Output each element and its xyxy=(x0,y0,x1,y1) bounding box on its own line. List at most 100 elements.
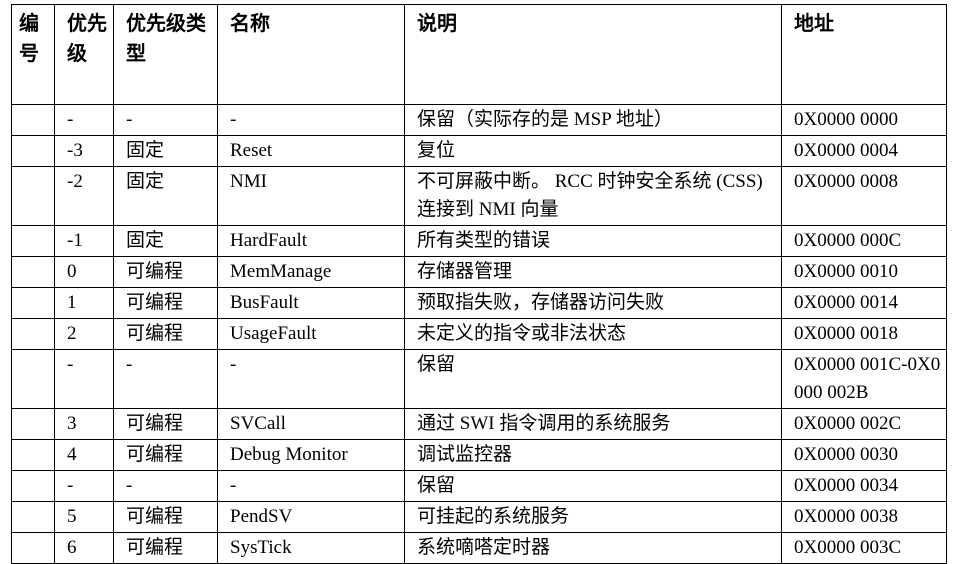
table-row: - - - 保留 0X0000 0034 xyxy=(11,470,947,502)
cell-priority-type: 可编程 xyxy=(113,318,218,350)
cell-address: 0X0000 000C xyxy=(781,225,947,257)
cell-address: 0X0000 0008 xyxy=(781,166,947,226)
header-address: 地址 xyxy=(781,4,947,105)
cell-id xyxy=(11,166,55,226)
cell-priority-type: 固定 xyxy=(113,135,218,167)
cell-name: NMI xyxy=(217,166,405,226)
cell-priority: 5 xyxy=(54,501,114,533)
vector-table: 编号 优先级 优先级类型 名称 说明 地址 - - - 保留（实际存的是 MSP… xyxy=(11,4,947,564)
cell-description: 复位 xyxy=(404,135,782,167)
cell-description: 保留 xyxy=(404,349,782,409)
cell-id xyxy=(11,532,55,564)
table-row: 1 可编程 BusFault 预取指失败，存储器访问失败 0X0000 0014 xyxy=(11,287,947,319)
cell-name: - xyxy=(217,470,405,502)
cell-description: 不可屏蔽中断。 RCC 时钟安全系统 (CSS) 连接到 NMI 向量 xyxy=(404,166,782,226)
cell-id xyxy=(11,501,55,533)
cell-priority-type: 可编程 xyxy=(113,532,218,564)
cell-priority: 6 xyxy=(54,532,114,564)
cell-address: 0X0000 002C xyxy=(781,408,947,440)
cell-priority-type: 可编程 xyxy=(113,287,218,319)
header-priority-type: 优先级类型 xyxy=(113,4,218,105)
cell-address: 0X0000 0018 xyxy=(781,318,947,350)
table-row: 0 可编程 MemManage 存储器管理 0X0000 0010 xyxy=(11,256,947,288)
cell-name: PendSV xyxy=(217,501,405,533)
cell-address: 0X0000 0000 xyxy=(781,104,947,136)
cell-name: Debug Monitor xyxy=(217,439,405,471)
cell-description: 预取指失败，存储器访问失败 xyxy=(404,287,782,319)
document-page: 编号 优先级 优先级类型 名称 说明 地址 - - - 保留（实际存的是 MSP… xyxy=(11,4,947,564)
cell-name: Reset xyxy=(217,135,405,167)
cell-name: BusFault xyxy=(217,287,405,319)
cell-id xyxy=(11,470,55,502)
cell-description: 未定义的指令或非法状态 xyxy=(404,318,782,350)
cell-name: - xyxy=(217,349,405,409)
cell-id xyxy=(11,287,55,319)
cell-description: 通过 SWI 指令调用的系统服务 xyxy=(404,408,782,440)
table-row: 4 可编程 Debug Monitor 调试监控器 0X0000 0030 xyxy=(11,439,947,471)
cell-id xyxy=(11,408,55,440)
cell-priority-type: 可编程 xyxy=(113,439,218,471)
header-name: 名称 xyxy=(217,4,405,105)
cell-name: MemManage xyxy=(217,256,405,288)
header-priority: 优先级 xyxy=(54,4,114,105)
cell-priority-type: - xyxy=(113,349,218,409)
cell-id xyxy=(11,135,55,167)
header-id: 编号 xyxy=(11,4,55,105)
cell-address: 0X0000 0034 xyxy=(781,470,947,502)
cell-priority: 4 xyxy=(54,439,114,471)
table-row: 5 可编程 PendSV 可挂起的系统服务 0X0000 0038 xyxy=(11,501,947,533)
cell-description: 保留 xyxy=(404,470,782,502)
cell-description: 系统嘀嗒定时器 xyxy=(404,532,782,564)
table-row: -2 固定 NMI 不可屏蔽中断。 RCC 时钟安全系统 (CSS) 连接到 N… xyxy=(11,166,947,226)
cell-name: - xyxy=(217,104,405,136)
cell-priority: - xyxy=(54,349,114,409)
cell-priority-type: 固定 xyxy=(113,166,218,226)
cell-id xyxy=(11,318,55,350)
cell-priority: -3 xyxy=(54,135,114,167)
cell-description: 可挂起的系统服务 xyxy=(404,501,782,533)
cell-address: 0X0000 001C-0X0000 002B xyxy=(781,349,947,409)
cell-id xyxy=(11,256,55,288)
table-row: -1 固定 HardFault 所有类型的错误 0X0000 000C xyxy=(11,225,947,257)
cell-id xyxy=(11,104,55,136)
cell-priority: - xyxy=(54,104,114,136)
cell-priority: 2 xyxy=(54,318,114,350)
cell-priority: -2 xyxy=(54,166,114,226)
cell-name: UsageFault xyxy=(217,318,405,350)
table-row: 3 可编程 SVCall 通过 SWI 指令调用的系统服务 0X0000 002… xyxy=(11,408,947,440)
cell-priority-type: 可编程 xyxy=(113,256,218,288)
cell-address: 0X0000 0010 xyxy=(781,256,947,288)
table-row: 2 可编程 UsageFault 未定义的指令或非法状态 0X0000 0018 xyxy=(11,318,947,350)
table-header-row: 编号 优先级 优先级类型 名称 说明 地址 xyxy=(11,4,947,105)
cell-description: 存储器管理 xyxy=(404,256,782,288)
table-body: - - - 保留（实际存的是 MSP 地址） 0X0000 0000 -3 固定… xyxy=(11,104,947,564)
cell-name: SVCall xyxy=(217,408,405,440)
table-row: 6 可编程 SysTick 系统嘀嗒定时器 0X0000 003C xyxy=(11,532,947,564)
cell-priority-type: - xyxy=(113,470,218,502)
header-description: 说明 xyxy=(404,4,782,105)
table-row: -3 固定 Reset 复位 0X0000 0004 xyxy=(11,135,947,167)
cell-id xyxy=(11,349,55,409)
cell-priority-type: 可编程 xyxy=(113,501,218,533)
cell-address: 0X0000 0030 xyxy=(781,439,947,471)
table-row: - - - 保留（实际存的是 MSP 地址） 0X0000 0000 xyxy=(11,104,947,136)
cell-address: 0X0000 0004 xyxy=(781,135,947,167)
cell-address: 0X0000 0014 xyxy=(781,287,947,319)
cell-address: 0X0000 0038 xyxy=(781,501,947,533)
table-row: - - - 保留 0X0000 001C-0X0000 002B xyxy=(11,349,947,409)
cell-address: 0X0000 003C xyxy=(781,532,947,564)
cell-priority-type: 可编程 xyxy=(113,408,218,440)
cell-name: HardFault xyxy=(217,225,405,257)
cell-priority-type: 固定 xyxy=(113,225,218,257)
cell-description: 调试监控器 xyxy=(404,439,782,471)
cell-description: 保留（实际存的是 MSP 地址） xyxy=(404,104,782,136)
cell-priority: 0 xyxy=(54,256,114,288)
cell-description: 所有类型的错误 xyxy=(404,225,782,257)
cell-id xyxy=(11,439,55,471)
cell-priority-type: - xyxy=(113,104,218,136)
cell-priority: 1 xyxy=(54,287,114,319)
cell-name: SysTick xyxy=(217,532,405,564)
cell-priority: 3 xyxy=(54,408,114,440)
cell-priority: - xyxy=(54,470,114,502)
cell-id xyxy=(11,225,55,257)
